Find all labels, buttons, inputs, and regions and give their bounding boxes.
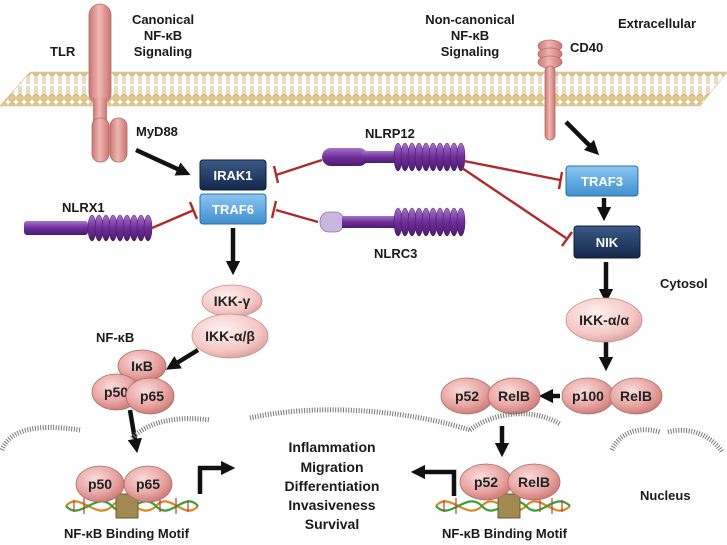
nlrc3-protein [319, 207, 466, 237]
nlrc3-label: NLRC3 [374, 246, 417, 261]
activation-arrows [127, 120, 614, 458]
svg-text:TRAF3: TRAF3 [581, 174, 623, 189]
tlr-label: TLR [50, 44, 76, 59]
cd40-receptor [537, 39, 563, 141]
nik-box: NIK [573, 225, 641, 259]
outcome-migration: Migration [301, 459, 364, 475]
svg-text:RelB: RelB [518, 474, 550, 490]
svg-text:RelB: RelB [620, 388, 652, 404]
traf3-box: TRAF3 [565, 165, 639, 197]
inhibition-lines [151, 158, 573, 247]
svg-text:Canonical: Canonical [132, 12, 194, 27]
svg-text:Signaling: Signaling [441, 44, 500, 59]
svg-text:Signaling: Signaling [134, 44, 193, 59]
traf6-box: TRAF6 [199, 193, 267, 225]
svg-text:IRAK1: IRAK1 [213, 168, 252, 183]
svg-text:IKK-α/α: IKK-α/α [579, 312, 629, 328]
p65-protein-dna: p65 [123, 465, 173, 503]
p50-protein-dna: p50 [75, 465, 125, 503]
binding-motif-label-right: NF-κB Binding Motif [442, 526, 568, 541]
nucleus-label: Nucleus [640, 488, 691, 503]
svg-text:p65: p65 [140, 388, 164, 404]
svg-text:RelB: RelB [498, 388, 530, 404]
svg-text:IKK-γ: IKK-γ [214, 293, 251, 309]
myd88-protein [109, 117, 128, 163]
outcome-inflammation: Inflammation [288, 439, 375, 455]
myd88-label: MyD88 [136, 124, 178, 139]
p65-protein: p65 [125, 377, 175, 415]
p100-protein: p100 [561, 377, 615, 415]
svg-text:Non-canonical: Non-canonical [425, 12, 515, 27]
p52-protein: p52 [440, 377, 494, 415]
binding-motif-box-left [115, 493, 139, 519]
nlrx1-label: NLRX1 [62, 200, 105, 215]
binding-motif-box-right [497, 493, 521, 519]
svg-text:p50: p50 [88, 476, 112, 492]
svg-text:p65: p65 [136, 476, 160, 492]
relb-protein-dna: RelB [507, 463, 561, 501]
svg-text:p52: p52 [455, 388, 479, 404]
extracellular-label: Extracellular [618, 16, 696, 31]
cellular-outcomes: Inflammation Migration Differentiation I… [285, 439, 380, 532]
p52-protein-dna: p52 [459, 463, 513, 501]
svg-text:IKK-α/β: IKK-α/β [205, 328, 255, 344]
outcome-survival: Survival [305, 516, 359, 532]
svg-text:IκB: IκB [131, 358, 153, 374]
cytosol-label: Cytosol [660, 276, 708, 291]
ikk-alpha-beta: IKK-α/β [191, 313, 269, 359]
nlrp12-label: NLRP12 [365, 126, 415, 141]
outcome-arrows [197, 460, 457, 496]
cd40-label: CD40 [570, 40, 603, 55]
svg-text:NF-κB: NF-κB [144, 28, 182, 43]
ikk-alpha-alpha: IKK-α/α [565, 297, 643, 343]
nlrx1-protein [24, 214, 153, 242]
binding-motif-label-left: NF-κB Binding Motif [64, 526, 190, 541]
svg-text:TRAF6: TRAF6 [212, 202, 254, 217]
outcome-differentiation: Differentiation [285, 478, 380, 494]
tlr-receptor [88, 3, 112, 163]
nuclear-envelope [0, 407, 725, 454]
outcome-invasiveness: Invasiveness [288, 497, 375, 513]
svg-text:p100: p100 [572, 388, 604, 404]
svg-text:NIK: NIK [596, 235, 619, 250]
irak1-box: IRAK1 [199, 159, 267, 191]
svg-text:NF-κB: NF-κB [451, 28, 489, 43]
ikb-protein: IκB [117, 349, 167, 383]
canonical-pathway-title: Canonical NF-κB Signaling [132, 12, 194, 59]
relb-protein: RelB [487, 377, 541, 415]
ikk-gamma: IKK-γ [201, 284, 263, 318]
svg-text:p52: p52 [474, 474, 498, 490]
noncanonical-pathway-title: Non-canonical NF-κB Signaling [425, 12, 515, 59]
nfkb-label: NF-κB [96, 330, 134, 345]
relb-protein-cyto2: RelB [609, 377, 663, 415]
nlrp12-protein [322, 142, 466, 172]
svg-text:p50: p50 [104, 384, 128, 400]
